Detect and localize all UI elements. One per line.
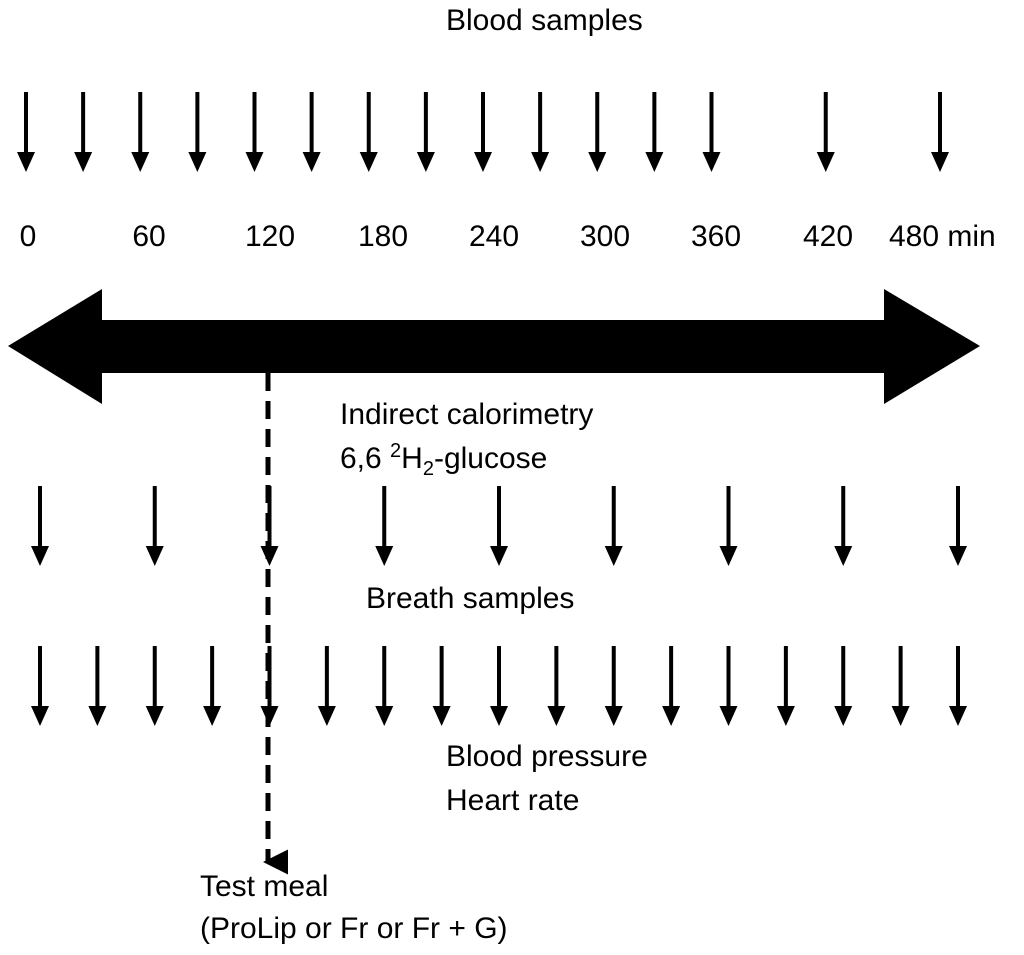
breath-sample-arrow-head xyxy=(31,546,49,566)
blood-pressure-label: Blood pressure xyxy=(446,740,648,773)
breath-sample-arrow-head xyxy=(834,546,853,566)
blood-pressure-arrow-head xyxy=(490,706,508,726)
breath-sample-arrow-head xyxy=(719,546,738,566)
blood-pressure-arrows xyxy=(31,646,967,726)
blood-pressure-arrow-head xyxy=(891,706,910,726)
indirect-calorimetry-label: Indirect calorimetry xyxy=(340,398,594,431)
blood-sample-arrow-head xyxy=(359,152,378,172)
blood-pressure-arrow-head xyxy=(317,706,336,726)
blood-pressure-arrow-head xyxy=(375,706,394,726)
time-tick-label: 0 xyxy=(19,220,37,253)
time-tick-label: 180 xyxy=(357,220,409,253)
blood-sample-arrow-head xyxy=(816,152,835,172)
blood-pressure-arrow-head xyxy=(662,706,681,726)
blood-pressure-arrow-head xyxy=(31,706,49,726)
breath-sample-arrows xyxy=(31,486,967,566)
blood-pressure-arrow-head xyxy=(949,706,967,726)
time-tick-label: 120 xyxy=(244,220,296,253)
blood-pressure-arrow-head xyxy=(260,706,279,726)
glucose-tracer-label: 6,6 2H2-glucose xyxy=(340,440,548,480)
breath-samples-label: Breath samples xyxy=(366,582,575,615)
blood-pressure-arrow-head xyxy=(432,706,451,726)
test-meal-label: Test meal xyxy=(200,870,329,903)
breath-sample-arrow-head xyxy=(949,546,967,566)
breath-sample-arrow-head xyxy=(260,546,279,566)
heart-rate-label: Heart rate xyxy=(446,784,580,817)
blood-sample-arrow-head xyxy=(416,152,435,172)
blood-sample-arrow-head xyxy=(645,152,664,172)
breath-sample-arrow-head xyxy=(490,546,508,566)
time-tick-label: 420 xyxy=(802,220,854,253)
blood-pressure-arrow-head xyxy=(834,706,853,726)
test-meal-options-label: (ProLip or Fr or Fr + G) xyxy=(200,912,508,945)
blood-pressure-arrow-head xyxy=(776,706,795,726)
blood-pressure-arrow-head xyxy=(203,706,222,726)
blood-sample-arrow-head xyxy=(588,152,607,172)
blood-sample-arrow-head xyxy=(302,152,321,172)
blood-sample-arrow-head xyxy=(188,152,207,172)
blood-pressure-arrow-head xyxy=(719,706,738,726)
blood-sample-arrow-head xyxy=(245,152,264,172)
blood-sample-arrow-head xyxy=(131,152,150,172)
time-tick-label: 300 xyxy=(579,220,631,253)
time-tick-label: 60 xyxy=(132,220,166,253)
breath-sample-arrow-head xyxy=(375,546,394,566)
double-headed-timeline-arrow xyxy=(8,289,980,404)
blood-samples-label: Blood samples xyxy=(446,4,643,37)
time-tick-label: 240 xyxy=(468,220,520,253)
blood-sample-arrow-head xyxy=(531,152,550,172)
blood-sample-arrow-head xyxy=(17,152,35,172)
blood-sample-arrow-head xyxy=(702,152,721,172)
blood-sample-arrow-head xyxy=(74,152,93,172)
blood-sample-arrow-head xyxy=(931,152,949,172)
blood-pressure-arrow-head xyxy=(547,706,566,726)
breath-sample-arrow-head xyxy=(604,546,623,566)
blood-sample-arrow-head xyxy=(474,152,492,172)
blood-pressure-arrow-head xyxy=(604,706,623,726)
breath-sample-arrow-head xyxy=(145,546,164,566)
time-tick-label: 360 xyxy=(690,220,742,253)
blood-sample-arrows xyxy=(17,92,949,172)
blood-pressure-arrow-head xyxy=(88,706,107,726)
time-tick-label: 480 min xyxy=(889,220,996,253)
blood-pressure-arrow-head xyxy=(145,706,164,726)
